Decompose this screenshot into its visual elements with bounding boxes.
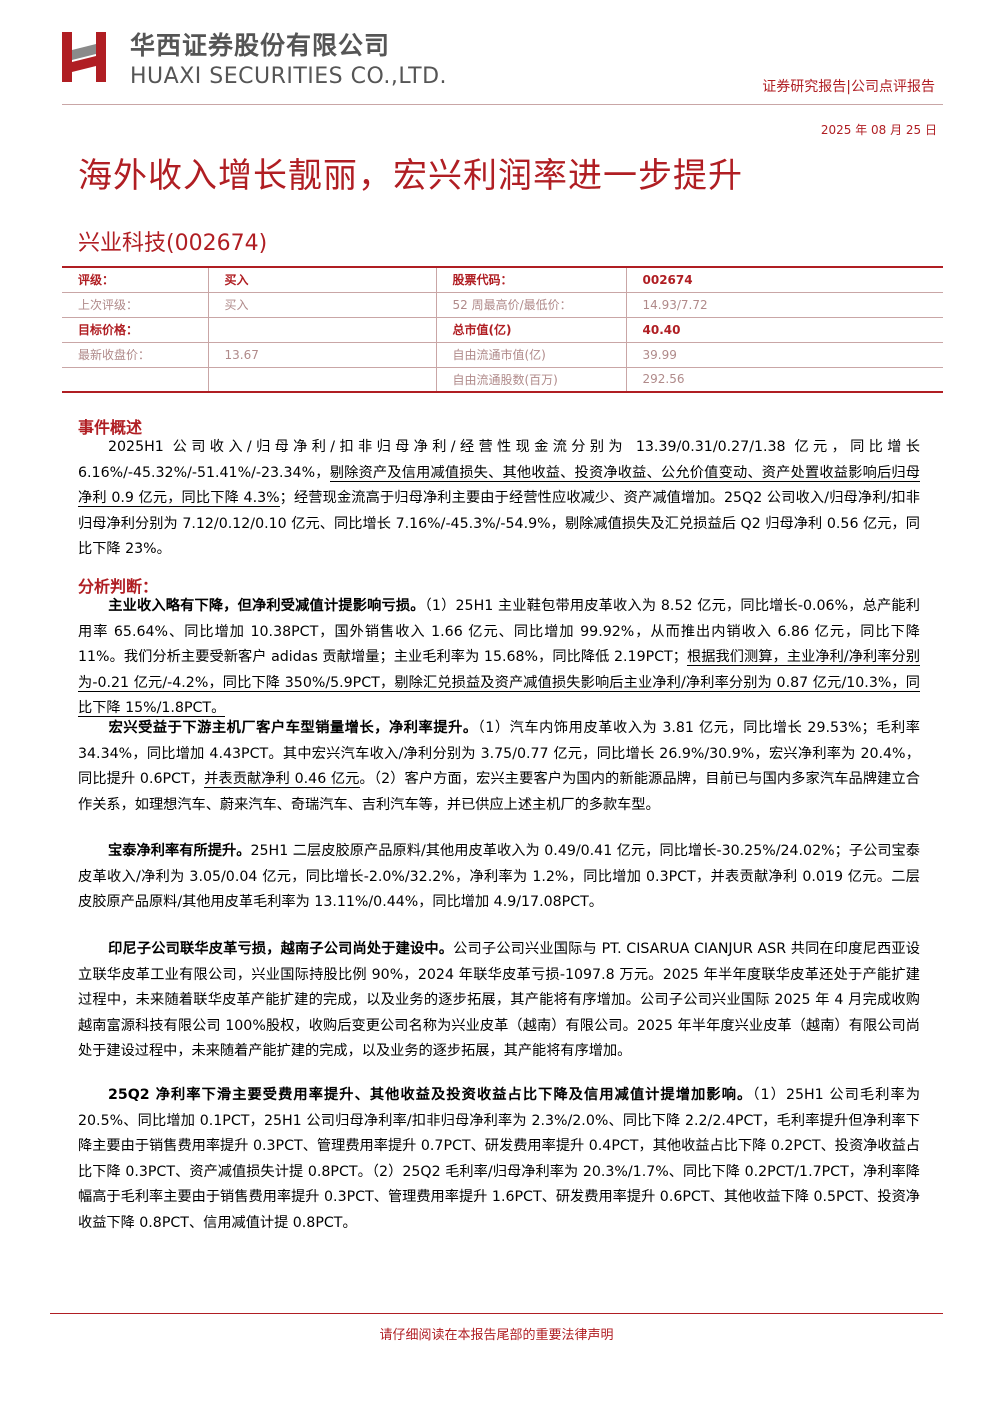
market-cap-label: 总市值(亿) [435, 317, 626, 343]
event-text-a: 2025H1 公司收入/归母净利/扣非归母净利/经营性现金流分别为 13.39/… [78, 439, 920, 481]
report-date: 2025 年 08 月 25 日 [820, 123, 937, 137]
huaxi-logo-icon [62, 32, 106, 82]
table-row: 目标价格： 总市值(亿) 40.40 [62, 317, 943, 343]
analysis-heading: 分析判断： [78, 577, 159, 596]
analysis-p3-text: 25H1 二层皮胶原产品原料/其他用皮革收入为 0.49/0.41 亿元，同比增… [78, 843, 920, 910]
float-cap-label: 自由流通市值(亿) [435, 342, 626, 368]
logo-english-name: HUAXI SECURITIES CO.,LTD. [130, 64, 448, 89]
event-text-c: ；经营现金流高于归母净利主要由于经营性应收减少、资产减值增加。25Q2 公司收入… [78, 490, 920, 557]
rating-label: 评级： [62, 266, 208, 293]
analysis-paragraph-4: 印尼子公司联华皮革亏损，越南子公司尚处于建设中。公司子公司兴业国际与 PT. C… [78, 937, 920, 1065]
52w-range-value: 14.93/7.72 [625, 292, 943, 318]
logo-chinese-name: 华西证券股份有限公司 [130, 31, 391, 60]
footer-divider [50, 1313, 943, 1314]
table-row: 上次评级： 买入 52 周最高价/最低价： 14.93/7.72 [62, 292, 943, 318]
analysis-p1-lead: 主业收入略有下降，但净利受减值计提影响亏损。 [108, 598, 425, 614]
analysis-p3-lead: 宝泰净利率有所提升。 [108, 843, 251, 859]
analysis-p5-text: （1）25H1 公司毛利率为 20.5%、同比增加 0.1PCT，25H1 公司… [78, 1087, 921, 1231]
legal-notice: 请仔细阅读在本报告尾部的重要法律声明 [379, 1328, 614, 1343]
analysis-paragraph-3: 宝泰净利率有所提升。25H1 二层皮胶原产品原料/其他用皮革收入为 0.49/0… [78, 839, 920, 916]
table-row: 自由流通股数(百万) 292.56 [62, 367, 943, 393]
event-text-underlined: 剔除资产及信用减值损失、其他收益、投资净收益、公允价值变动、资产处置收益影响后归… [78, 464, 920, 507]
table-row: 最新收盘价： 13.67 自由流通市值(亿) 39.99 [62, 342, 943, 368]
target-price-label: 目标价格： [62, 317, 208, 343]
analysis-p2-underlined: 并表贡献净利 0.46 亿元 [204, 771, 360, 788]
analysis-paragraph-5: 25Q2 净利率下滑主要受费用率提升、其他收益及投资收益占比下降及信用减值计提增… [78, 1083, 920, 1236]
52w-range-label: 52 周最高价/最低价： [435, 292, 626, 318]
analysis-p2-text-c: 。（2）客户方面，宏兴主要客户为国内的新能源品牌，目前已与国内多家汽车品牌建立合… [78, 771, 920, 813]
report-title: 海外收入增长靓丽，宏兴利润率进一步提升 [78, 156, 743, 196]
empty-cell [207, 367, 436, 393]
analysis-paragraph-2: 宏兴受益于下游主机厂客户车型销量增长，净利率提升。（1）汽车内饰用皮革收入为 3… [78, 716, 920, 818]
close-price-value: 13.67 [207, 342, 436, 368]
analysis-p4-lead: 印尼子公司联华皮革亏损，越南子公司尚处于建设中。 [108, 941, 454, 957]
float-cap-value: 39.99 [625, 342, 943, 368]
stock-code-label: 股票代码： [435, 266, 626, 293]
analysis-p2-lead: 宏兴受益于下游主机厂客户车型销量增长，净利率提升。 [108, 720, 478, 736]
table-row: 评级： 买入 股票代码： 002674 [62, 266, 943, 293]
prev-rating-label: 上次评级： [62, 292, 208, 318]
analysis-p5-lead: 25Q2 净利率下滑主要受费用率提升、其他收益及投资收益占比下降及信用减值计提增… [108, 1087, 753, 1103]
event-paragraph: 2025H1 公司收入/归母净利/扣非归母净利/经营性现金流分别为 13.39/… [78, 435, 920, 563]
target-price-value [207, 317, 436, 343]
stock-info-table: 评级： 买入 股票代码： 002674 上次评级： 买入 52 周最高价/最低价… [62, 266, 943, 393]
close-price-label: 最新收盘价： [62, 342, 208, 368]
company-name: 兴业科技(002674) [78, 231, 268, 256]
analysis-paragraph-1: 主业收入略有下降，但净利受减值计提影响亏损。（1）25H1 主业鞋包带用皮革收入… [78, 594, 921, 722]
analysis-p2-text: （1）汽车内饰用皮革收入为 3.81 亿元，同比增长 29.53%；毛利率 34… [78, 720, 920, 787]
prev-rating-value: 买入 [207, 292, 436, 318]
header-divider [62, 104, 943, 105]
report-type: 证券研究报告|公司点评报告 [762, 79, 935, 95]
analysis-p4-text: 公司子公司兴业国际与 PT. CISARUA CIANJUR ASR 共同在印度… [78, 941, 920, 1059]
market-cap-value: 40.40 [625, 317, 943, 343]
company-logo: 华西证券股份有限公司 HUAXI SECURITIES CO.,LTD. [60, 22, 460, 94]
float-shares-label: 自由流通股数(百万) [435, 367, 626, 393]
empty-cell [62, 367, 208, 393]
stock-code-value: 002674 [625, 266, 943, 293]
analysis-p1-text: （1）25H1 主业鞋包带用皮革收入为 8.52 亿元，同比增长-0.06%，总… [78, 598, 920, 665]
rating-value: 买入 [207, 266, 436, 293]
float-shares-value: 292.56 [625, 367, 943, 393]
analysis-p1-underlined: 根据我们测算，主业净利/净利率分别为-0.21 亿元/-4.2%，同比下降 35… [78, 649, 921, 717]
event-heading: 事件概述 [78, 418, 143, 437]
